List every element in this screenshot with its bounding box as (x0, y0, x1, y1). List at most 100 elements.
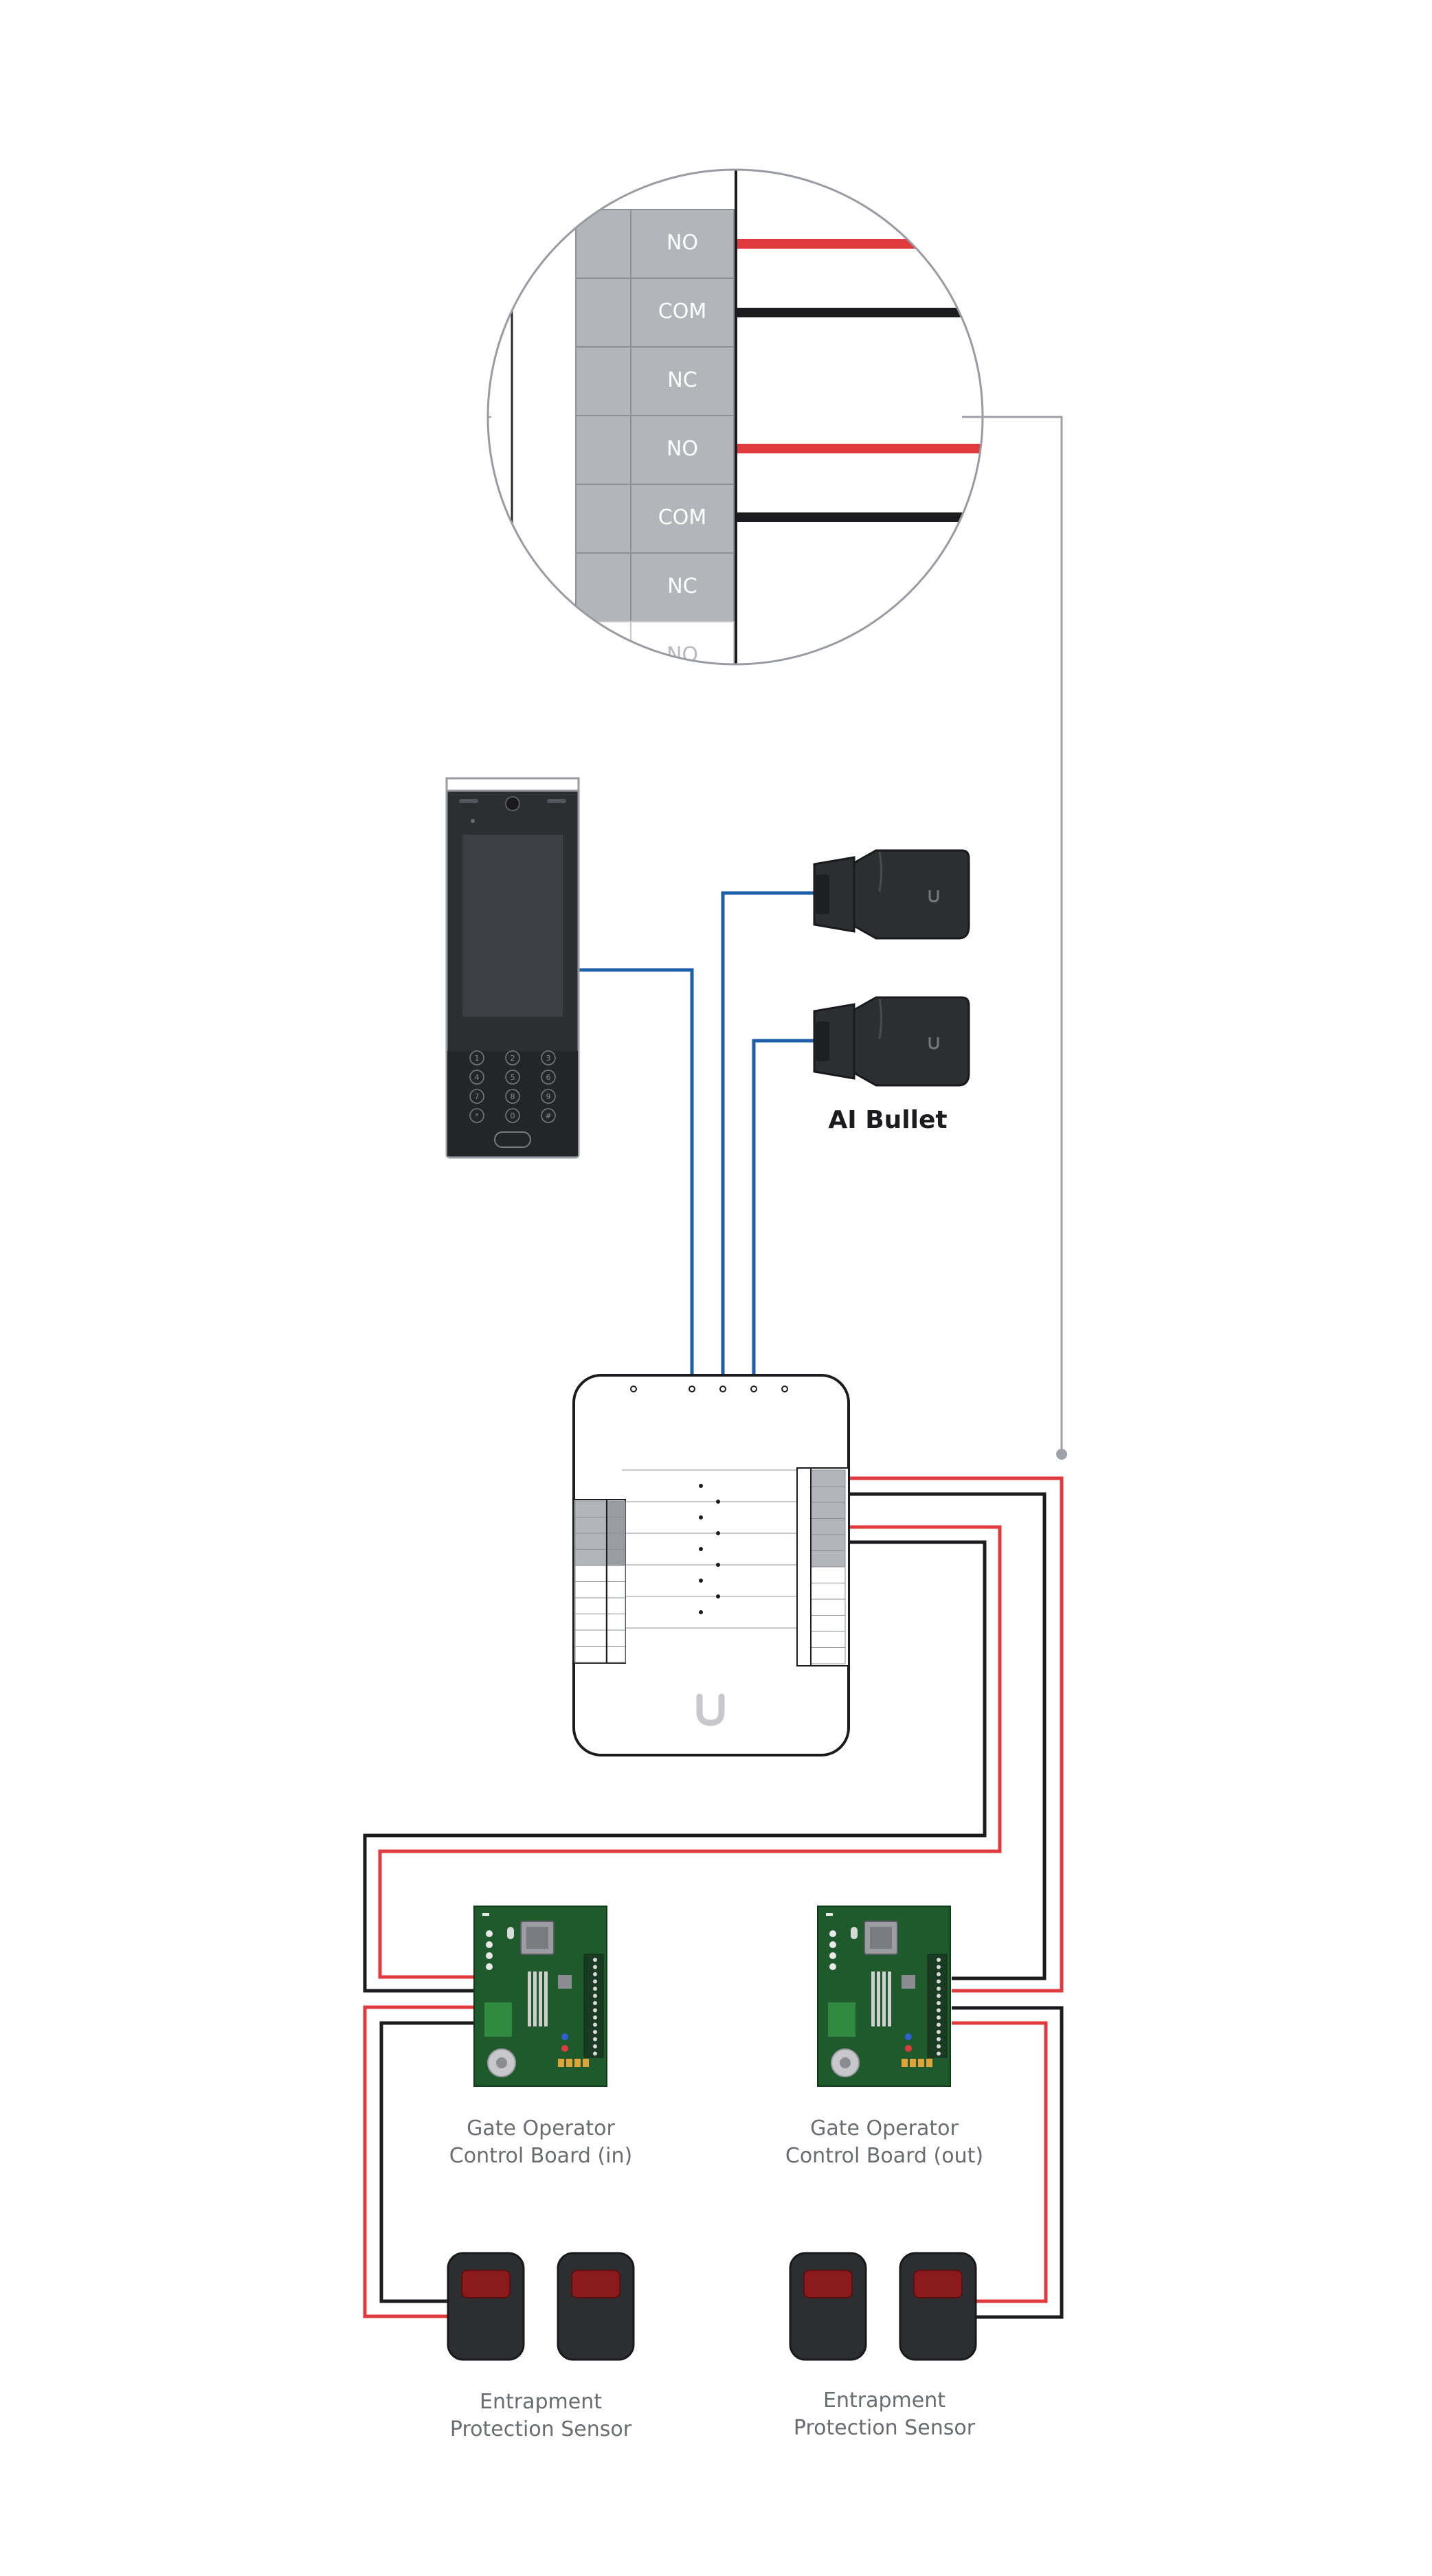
wires (363, 891, 1064, 2319)
black-wire-hub-board-out (845, 1492, 1047, 1980)
sensor-indicator-icon (461, 2270, 511, 2298)
terminal-label: COM (658, 506, 706, 530)
keypad-key-label: 0 (511, 1111, 515, 1120)
ubiquiti-logo-icon (696, 1693, 725, 1726)
blue-wire-camera-1 (721, 891, 814, 1377)
keypad-key-label: 6 (546, 1073, 551, 1082)
terminal-strip (927, 1954, 948, 2058)
camera-lens-icon (816, 1021, 829, 1061)
terminal-slot (575, 346, 631, 416)
sensor-left-label-line1: Entrapment (480, 2390, 602, 2414)
terminal-label: NC (667, 574, 697, 598)
terminal-slot (575, 278, 631, 348)
keypad-key-label: 4 (475, 1073, 480, 1082)
keypad-key-label: # (545, 1111, 551, 1120)
red-wire-hub-board-in (378, 1525, 1002, 1979)
sensor-indicator-icon (913, 2270, 963, 2298)
keypad-key: 1 (469, 1050, 484, 1065)
keypad-key: # (541, 1108, 556, 1123)
keypad-key-label: 5 (511, 1073, 515, 1082)
sensor-right-label-line2: Protection Sensor (794, 2416, 976, 2440)
blue-wire-intercom (579, 968, 694, 1377)
red-wire-hub-board-out (845, 1476, 1064, 1993)
keypad-key: 2 (505, 1050, 520, 1065)
camera-body (853, 849, 970, 940)
led-icon (905, 2033, 912, 2040)
entrapment-sensor (789, 2252, 867, 2361)
access-hub (572, 1374, 850, 1756)
terminal-slot (575, 209, 631, 279)
sensor-indicator-icon (571, 2270, 620, 2298)
leader-dot (1056, 1449, 1067, 1460)
red-wire-board-out-sensor (952, 2021, 1048, 2303)
keypad-key: 4 (469, 1070, 484, 1085)
ubiquiti-logo-icon (928, 1037, 939, 1050)
entrapment-sensor (899, 2252, 977, 2361)
terminal-cell (630, 484, 735, 554)
blue-wire-camera-2 (752, 1039, 814, 1377)
entrapment-sensor (447, 2252, 525, 2361)
camera-lens-icon (816, 874, 829, 914)
sensor-right-label-line1: Entrapment (823, 2388, 946, 2413)
led-icon (905, 2045, 912, 2052)
camera-lens-icon (505, 796, 520, 811)
hub-port (719, 1386, 726, 1392)
ai-bullet-camera-1 (813, 849, 970, 940)
keypad-key: 6 (541, 1070, 556, 1085)
hub-ports (630, 1386, 788, 1392)
keypad-key: 5 (505, 1070, 520, 1085)
keypad-key-label: * (475, 1111, 479, 1120)
black-wire-hub-board-in (363, 1540, 987, 1993)
keypad-key: 7 (469, 1089, 484, 1104)
red-wire-board-in-sensor (363, 2005, 474, 2318)
keypad-key-label: 7 (475, 1092, 480, 1101)
terminal-slot (575, 484, 631, 554)
terminal-label: NO (667, 231, 698, 255)
black-wire-board-out-sensor (952, 2006, 1064, 2319)
gate-operator-board-in (473, 1906, 607, 2087)
black-wire-board-in-sensor (379, 2021, 474, 2303)
gate-operator-board-out (817, 1906, 951, 2087)
access-intercom-device: 1 2 3 4 5 6 7 8 9 * 0 # (445, 777, 580, 1159)
sensor-left-label-line2: Protection Sensor (450, 2417, 632, 2441)
ai-bullet-camera-2 (813, 996, 970, 1087)
intercom-screen (462, 835, 563, 1017)
terminal-label: NO (667, 437, 698, 461)
board-in-label-line1: Gate Operator (467, 2116, 615, 2140)
hub-left-terminals (573, 1499, 626, 1664)
keypad-key-label: 2 (511, 1054, 515, 1063)
terminal-slot (575, 552, 631, 622)
hub-port (750, 1386, 757, 1392)
terminal-slot (575, 621, 631, 664)
ubiquiti-logo-icon (928, 890, 939, 903)
terminal-label: COM (658, 300, 706, 324)
hub-port (781, 1386, 788, 1392)
camera-label: AI Bullet (828, 1106, 947, 1134)
terminal-cell (630, 278, 735, 348)
sensor-indicator-icon (803, 2270, 853, 2298)
keypad-key: 3 (541, 1050, 556, 1065)
terminal-cell (630, 552, 735, 622)
hub-port (689, 1386, 695, 1392)
led-icon (561, 2045, 568, 2052)
terminal-cell (630, 346, 735, 416)
keypad-key-label: 9 (546, 1092, 551, 1101)
keypad-key-label: 8 (511, 1092, 515, 1101)
keypad-key: * (469, 1108, 484, 1123)
terminal-label: NC (667, 368, 697, 392)
board-out-label-line2: Control Board (out) (785, 2144, 983, 2168)
entrapment-sensors (447, 2252, 977, 2361)
hub-relay-terminals (796, 1467, 849, 1667)
board-in-label-line2: Control Board (in) (449, 2144, 632, 2168)
camera-body (853, 996, 970, 1087)
keypad-key-label: 1 (475, 1054, 480, 1063)
keypad-key: 8 (505, 1089, 520, 1104)
zoom-leader-line (962, 416, 1063, 1453)
terminal-cell (630, 415, 735, 485)
intercom-button (494, 1131, 531, 1148)
terminal-slot (575, 415, 631, 485)
keypad-key: 9 (541, 1089, 556, 1104)
led-icon (561, 2033, 568, 2040)
